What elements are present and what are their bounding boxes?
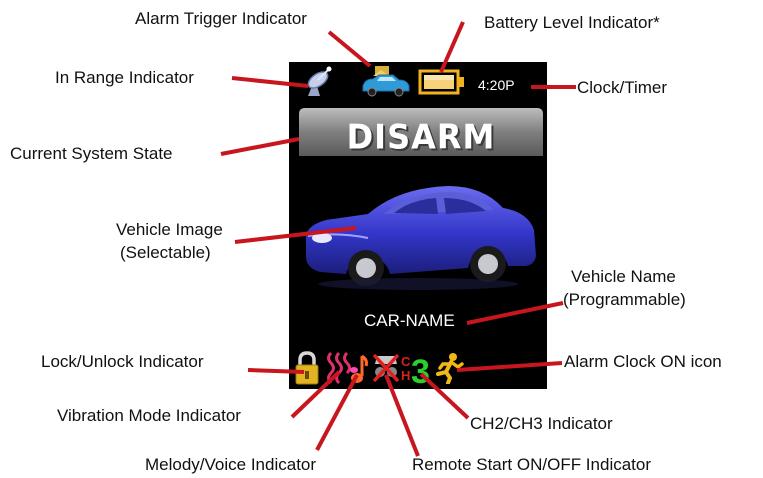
in-range-label: In Range Indicator <box>55 68 194 87</box>
car-alarm-icon <box>362 66 410 97</box>
padlock-icon <box>295 351 319 385</box>
remote-start-off-icon <box>372 353 400 383</box>
antenna-icon <box>307 66 332 96</box>
vehicle-name-label-line1: Vehicle Name <box>571 267 676 286</box>
vehicle-name-label-line2: (Programmable) <box>563 290 686 309</box>
vehicle-image-label-line1: Vehicle Image <box>116 220 223 239</box>
remote-start-label: Remote Start ON/OFF Indicator <box>412 455 652 474</box>
vehicle-image-label-line2: (Selectable) <box>120 243 211 262</box>
system-state-label: Current System State <box>10 144 173 163</box>
state-bar-background <box>299 108 543 156</box>
melody-voice-label: Melody/Voice Indicator <box>145 455 317 474</box>
alarm-clock-label: Alarm Clock ON icon <box>564 352 722 371</box>
clock-display: 4:20P <box>478 77 515 93</box>
leader-alarm-trigger <box>327 30 372 68</box>
melody-icon <box>350 354 368 383</box>
running-man-icon <box>436 353 464 384</box>
svg-text:H: H <box>401 368 410 383</box>
leader-system-state <box>220 137 300 156</box>
svg-text:C: C <box>401 354 411 369</box>
alarm-trigger-label: Alarm Trigger Indicator <box>135 9 307 28</box>
battery-level-label: Battery Level Indicator* <box>484 13 660 32</box>
ch2-ch3-label: CH2/CH3 Indicator <box>470 414 613 433</box>
vehicle-name-text: CAR-NAME <box>364 311 455 330</box>
system-state-text: DISARM <box>346 117 496 157</box>
lock-unlock-label: Lock/Unlock Indicator <box>41 352 204 371</box>
svg-text:3: 3 <box>411 353 430 386</box>
vehicle-image <box>305 186 536 290</box>
vibration-mode-label: Vibration Mode Indicator <box>57 406 241 425</box>
battery-icon <box>418 69 464 95</box>
clock-timer-label: Clock/Timer <box>577 78 668 97</box>
ch3-icon: C H 3 <box>401 353 430 386</box>
system-state-bar: DISARM <box>297 106 545 158</box>
